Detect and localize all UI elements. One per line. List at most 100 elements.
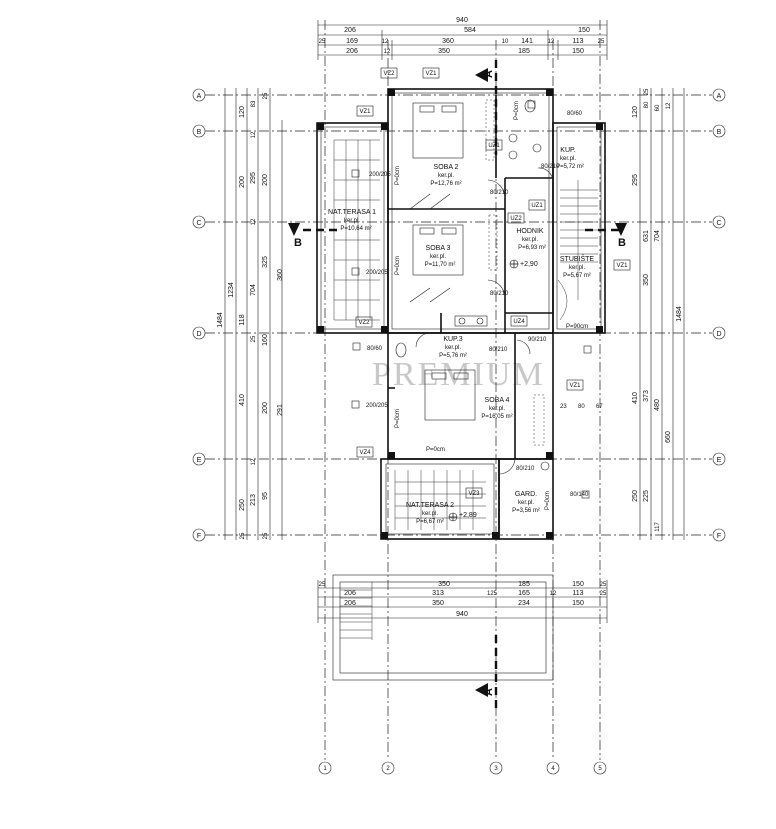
svg-text:704: 704 bbox=[250, 284, 257, 296]
svg-text:410: 410 bbox=[239, 394, 246, 406]
svg-text:F: F bbox=[197, 533, 201, 540]
svg-text:295: 295 bbox=[250, 172, 257, 184]
level-hodnik: +2,90 bbox=[520, 261, 538, 268]
svg-text:VZ3: VZ3 bbox=[468, 491, 480, 497]
marker-squares bbox=[351, 100, 592, 499]
svg-text:67: 67 bbox=[596, 404, 603, 410]
svg-text:12: 12 bbox=[548, 39, 555, 45]
svg-text:VZ1: VZ1 bbox=[569, 383, 581, 389]
svg-text:C: C bbox=[196, 220, 201, 227]
svg-text:23: 23 bbox=[560, 404, 567, 410]
door-swings bbox=[409, 167, 554, 475]
svg-text:150: 150 bbox=[572, 600, 584, 607]
svg-text:160: 160 bbox=[262, 334, 269, 346]
svg-text:E: E bbox=[717, 457, 722, 464]
svg-text:350: 350 bbox=[438, 581, 450, 588]
svg-text:12: 12 bbox=[251, 458, 257, 465]
section-b-label-left: B bbox=[294, 237, 302, 249]
svg-text:KUP.3: KUP.3 bbox=[443, 336, 462, 343]
column-axis-bubbles: 1 2 3 4 5 bbox=[318, 761, 607, 775]
svg-text:350: 350 bbox=[438, 48, 450, 55]
svg-text:P=0cm: P=0cm bbox=[395, 409, 401, 428]
svg-text:80/210: 80/210 bbox=[490, 291, 509, 297]
svg-text:UZ4: UZ4 bbox=[513, 319, 525, 325]
svg-text:P=12,76 m²: P=12,76 m² bbox=[430, 181, 461, 187]
svg-text:80/210: 80/210 bbox=[516, 466, 535, 472]
svg-text:UZ1: UZ1 bbox=[488, 143, 500, 149]
svg-text:200: 200 bbox=[262, 402, 269, 414]
svg-text:P=0cm: P=0cm bbox=[514, 101, 520, 120]
svg-text:660: 660 bbox=[665, 431, 672, 443]
svg-text:25: 25 bbox=[600, 591, 607, 597]
svg-text:25: 25 bbox=[263, 92, 269, 99]
svg-text:118: 118 bbox=[239, 314, 246, 325]
terrace-2-tiles bbox=[394, 470, 486, 530]
svg-text:360: 360 bbox=[277, 269, 284, 281]
svg-text:STUBIŠTE: STUBIŠTE bbox=[560, 254, 595, 263]
svg-text:291: 291 bbox=[277, 404, 284, 416]
col-axis-4: 4 bbox=[551, 766, 555, 772]
svg-text:631: 631 bbox=[643, 230, 650, 242]
svg-text:VZ2: VZ2 bbox=[383, 71, 395, 77]
svg-text:80/210: 80/210 bbox=[490, 190, 509, 196]
svg-text:NAT.TERASA 2: NAT.TERASA 2 bbox=[406, 502, 454, 509]
svg-text:25: 25 bbox=[598, 39, 605, 45]
svg-text:295: 295 bbox=[632, 174, 639, 186]
row-grid-lines bbox=[205, 94, 712, 536]
room-soba-4: SOBA 4 ker.pl. P=16,05 m² bbox=[481, 397, 512, 420]
svg-text:A: A bbox=[717, 93, 722, 100]
svg-text:250: 250 bbox=[239, 499, 246, 511]
svg-text:150: 150 bbox=[578, 27, 590, 34]
svg-text:ker.pl.: ker.pl. bbox=[422, 511, 438, 517]
svg-text:185: 185 bbox=[518, 581, 530, 588]
level-terasa-2: +2,89 bbox=[459, 512, 477, 519]
svg-text:350: 350 bbox=[643, 274, 650, 286]
svg-text:200/205: 200/205 bbox=[366, 403, 388, 409]
top-dimensions: 940 206 584 150 25 169 12 360 10 141 12 … bbox=[317, 17, 608, 60]
svg-text:P=10,64 m²: P=10,64 m² bbox=[340, 226, 371, 232]
svg-text:VZ1: VZ1 bbox=[425, 71, 437, 77]
svg-text:ker.pl.: ker.pl. bbox=[489, 406, 505, 412]
svg-text:80/210: 80/210 bbox=[541, 164, 560, 170]
svg-text:12: 12 bbox=[251, 131, 257, 138]
svg-text:B: B bbox=[717, 129, 722, 136]
building-walls bbox=[316, 88, 606, 540]
svg-text:P=5,67 m²: P=5,67 m² bbox=[563, 273, 591, 279]
stair-treads bbox=[557, 180, 598, 321]
svg-text:P=16,05 m²: P=16,05 m² bbox=[481, 414, 512, 420]
svg-text:704: 704 bbox=[654, 230, 661, 242]
svg-text:KUP.: KUP. bbox=[560, 147, 575, 154]
svg-text:80: 80 bbox=[578, 404, 585, 410]
svg-text:P=11,70 m²: P=11,70 m² bbox=[425, 262, 456, 268]
svg-text:113: 113 bbox=[572, 590, 583, 597]
roof-outline bbox=[332, 574, 554, 681]
svg-text:90/210: 90/210 bbox=[528, 337, 547, 343]
svg-text:120: 120 bbox=[632, 106, 639, 118]
svg-text:P=0cm: P=0cm bbox=[545, 491, 551, 510]
svg-text:SOBA 3: SOBA 3 bbox=[426, 245, 451, 252]
svg-text:SOBA 4: SOBA 4 bbox=[485, 397, 510, 404]
svg-text:25: 25 bbox=[644, 88, 650, 95]
svg-text:360: 360 bbox=[442, 38, 454, 45]
svg-text:NAT.TERASA 1: NAT.TERASA 1 bbox=[328, 209, 376, 216]
svg-text:ker.pl.: ker.pl. bbox=[569, 265, 585, 271]
opening-sizes: 200/205 200/205 80/60 80/210 80/210 80/2… bbox=[366, 101, 603, 510]
svg-text:ker.pl.: ker.pl. bbox=[522, 237, 538, 243]
svg-text:200: 200 bbox=[262, 174, 269, 186]
right-dimensions: 120 295 410 250 631 704 480 660 1484 350… bbox=[632, 88, 685, 540]
svg-text:HODNIK: HODNIK bbox=[516, 228, 544, 235]
col-axis-5: 5 bbox=[598, 766, 602, 772]
col-axis-3: 3 bbox=[494, 766, 498, 772]
svg-text:P=0cm: P=0cm bbox=[395, 256, 401, 275]
svg-text:VZ1: VZ1 bbox=[616, 263, 628, 269]
svg-text:200: 200 bbox=[239, 176, 246, 188]
